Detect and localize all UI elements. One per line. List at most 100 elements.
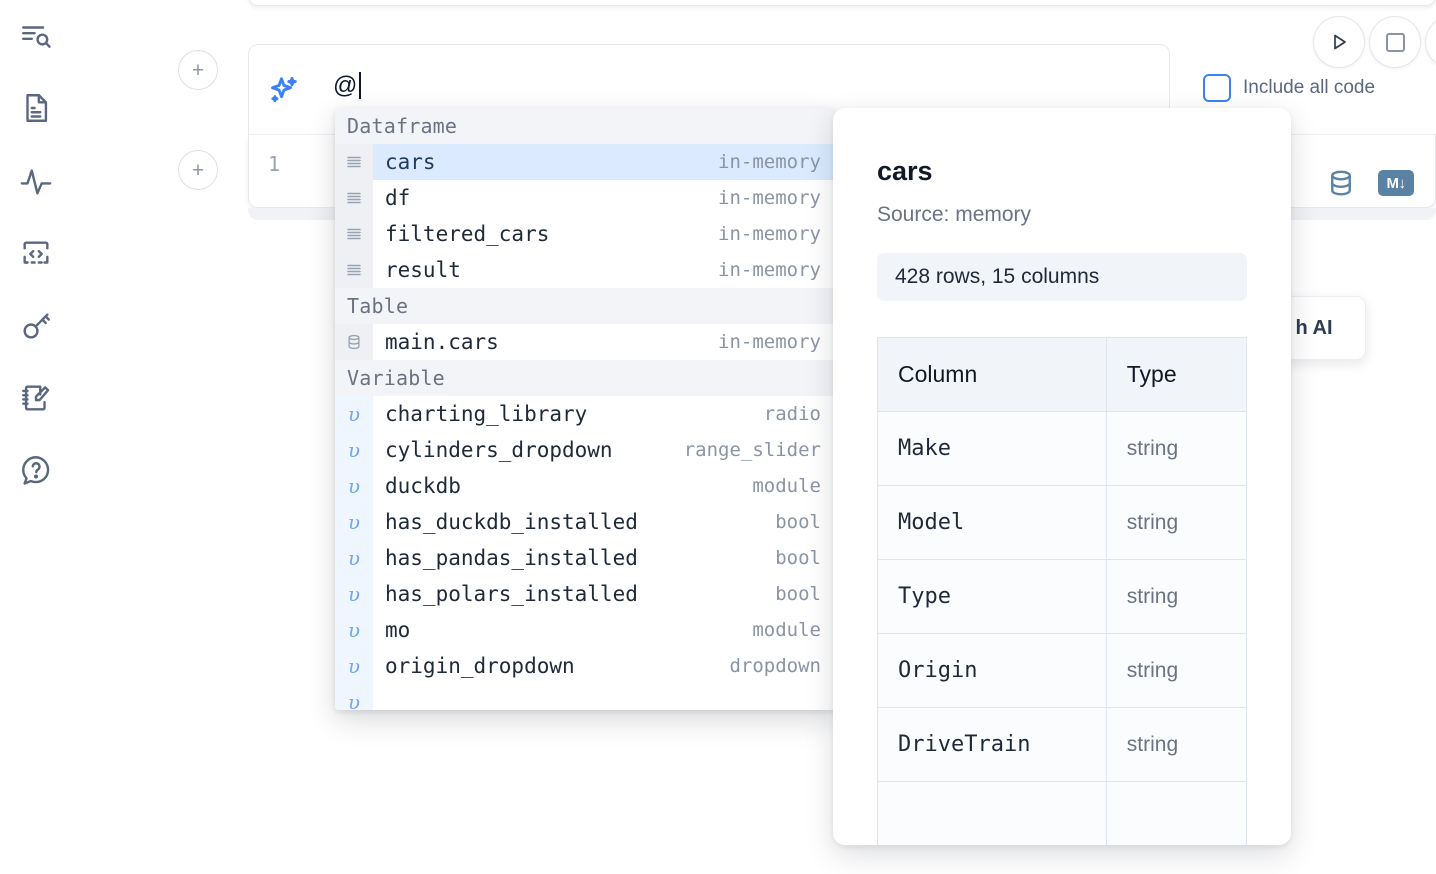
explorer-search-icon[interactable]	[14, 14, 58, 58]
notebook-edit-icon[interactable]	[14, 376, 58, 420]
database-icon	[335, 324, 373, 360]
generate-with-ai-label: h AI	[1295, 316, 1333, 339]
details-shape-badge: 428 rows, 15 columns	[877, 253, 1247, 301]
ai-prompt-input[interactable]: @	[333, 72, 361, 100]
schema-column-type: string	[1105, 485, 1248, 560]
variable-icon: υ	[335, 540, 373, 576]
autocomplete-item[interactable]: υ	[335, 684, 835, 710]
column-header-type: Type	[1105, 337, 1248, 412]
activity-pulse-icon[interactable]	[14, 160, 58, 204]
sidebar-rail	[0, 0, 72, 874]
autocomplete-item-name: has_duckdb_installed	[385, 510, 638, 534]
autocomplete-item-type: in-memory	[718, 223, 821, 245]
variable-icon: υ	[335, 468, 373, 504]
schema-column-name: Make	[877, 411, 1107, 486]
autocomplete-item-type: bool	[775, 547, 821, 569]
include-all-code-checkbox[interactable]	[1203, 74, 1231, 102]
autocomplete-item-type: bool	[775, 583, 821, 605]
autocomplete-item[interactable]: filtered_cars in-memory	[335, 216, 835, 252]
include-all-code-label: Include all code	[1243, 77, 1376, 98]
overflow-button[interactable]	[1425, 16, 1436, 68]
schema-column-type: string	[1105, 411, 1248, 486]
autocomplete-group-header: Dataframe	[335, 108, 835, 144]
autocomplete-item[interactable]: υ cylinders_dropdown range_slider	[335, 432, 835, 468]
list-rows-icon	[335, 252, 373, 288]
autocomplete-item-body: cylinders_dropdown range_slider	[373, 432, 835, 468]
include-all-code-row[interactable]: Include all code	[1203, 74, 1375, 102]
add-cell-button-bottom[interactable]: +	[178, 150, 218, 190]
autocomplete-item-body	[373, 684, 835, 710]
markdown-icon[interactable]: M↓	[1378, 170, 1414, 196]
schema-column-name	[877, 781, 1107, 845]
key-secrets-icon[interactable]	[14, 304, 58, 348]
table-header-row: Column Type	[877, 337, 1248, 412]
autocomplete-item-type: in-memory	[718, 259, 821, 281]
variable-icon: υ	[335, 576, 373, 612]
autocomplete-item-type: bool	[775, 511, 821, 533]
details-title: cars	[877, 156, 933, 186]
help-question-icon[interactable]	[14, 448, 58, 492]
column-header-column: Column	[877, 337, 1107, 412]
variable-icon: υ	[335, 432, 373, 468]
schema-column-type: string	[1105, 707, 1248, 782]
autocomplete-item-name: has_pandas_installed	[385, 546, 638, 570]
schema-column-type	[1105, 781, 1248, 845]
autocomplete-item-type: dropdown	[729, 655, 821, 677]
autocomplete-item[interactable]: υ has_pandas_installed bool	[335, 540, 835, 576]
cell-action-toolbar: M↓	[1326, 168, 1414, 198]
play-icon	[1327, 30, 1351, 54]
autocomplete-item-name: has_polars_installed	[385, 582, 638, 606]
autocomplete-item-name: cylinders_dropdown	[385, 438, 613, 462]
autocomplete-item[interactable]: υ has_polars_installed bool	[335, 576, 835, 612]
schema-column-name: Model	[877, 485, 1107, 560]
autocomplete-item-type: module	[752, 619, 821, 641]
completion-details-panel: cars Source: memory 428 rows, 15 columns…	[833, 108, 1291, 845]
list-rows-icon	[335, 144, 373, 180]
run-button[interactable]	[1313, 16, 1365, 68]
schema-column-name: Origin	[877, 633, 1107, 708]
autocomplete-item[interactable]: υ has_duckdb_installed bool	[335, 504, 835, 540]
sparkles-icon	[265, 72, 301, 108]
autocomplete-item-name: duckdb	[385, 474, 461, 498]
autocomplete-item-body: has_polars_installed bool	[373, 576, 835, 612]
autocomplete-item-type: range_slider	[683, 439, 821, 461]
autocomplete-group-header: Table	[335, 288, 835, 324]
previous-cell[interactable]	[248, 0, 1436, 6]
stop-square-icon	[1385, 32, 1405, 52]
stop-button[interactable]	[1369, 16, 1421, 68]
schema-column-name: DriveTrain	[877, 707, 1107, 782]
file-document-icon[interactable]	[14, 86, 58, 130]
autocomplete-item-body: filtered_cars in-memory	[373, 216, 835, 252]
autocomplete-item-type: in-memory	[718, 331, 821, 353]
code-snippets-icon[interactable]	[14, 232, 58, 276]
autocomplete-item-name: filtered_cars	[385, 222, 550, 246]
autocomplete-item-type: in-memory	[718, 151, 821, 173]
database-icon[interactable]	[1326, 168, 1356, 198]
add-cell-button-top[interactable]: +	[178, 50, 218, 90]
list-rows-icon	[335, 180, 373, 216]
schema-column-type: string	[1105, 559, 1248, 634]
schema-column-name: Type	[877, 559, 1107, 634]
variable-icon: υ	[335, 504, 373, 540]
table-row	[877, 781, 1248, 845]
